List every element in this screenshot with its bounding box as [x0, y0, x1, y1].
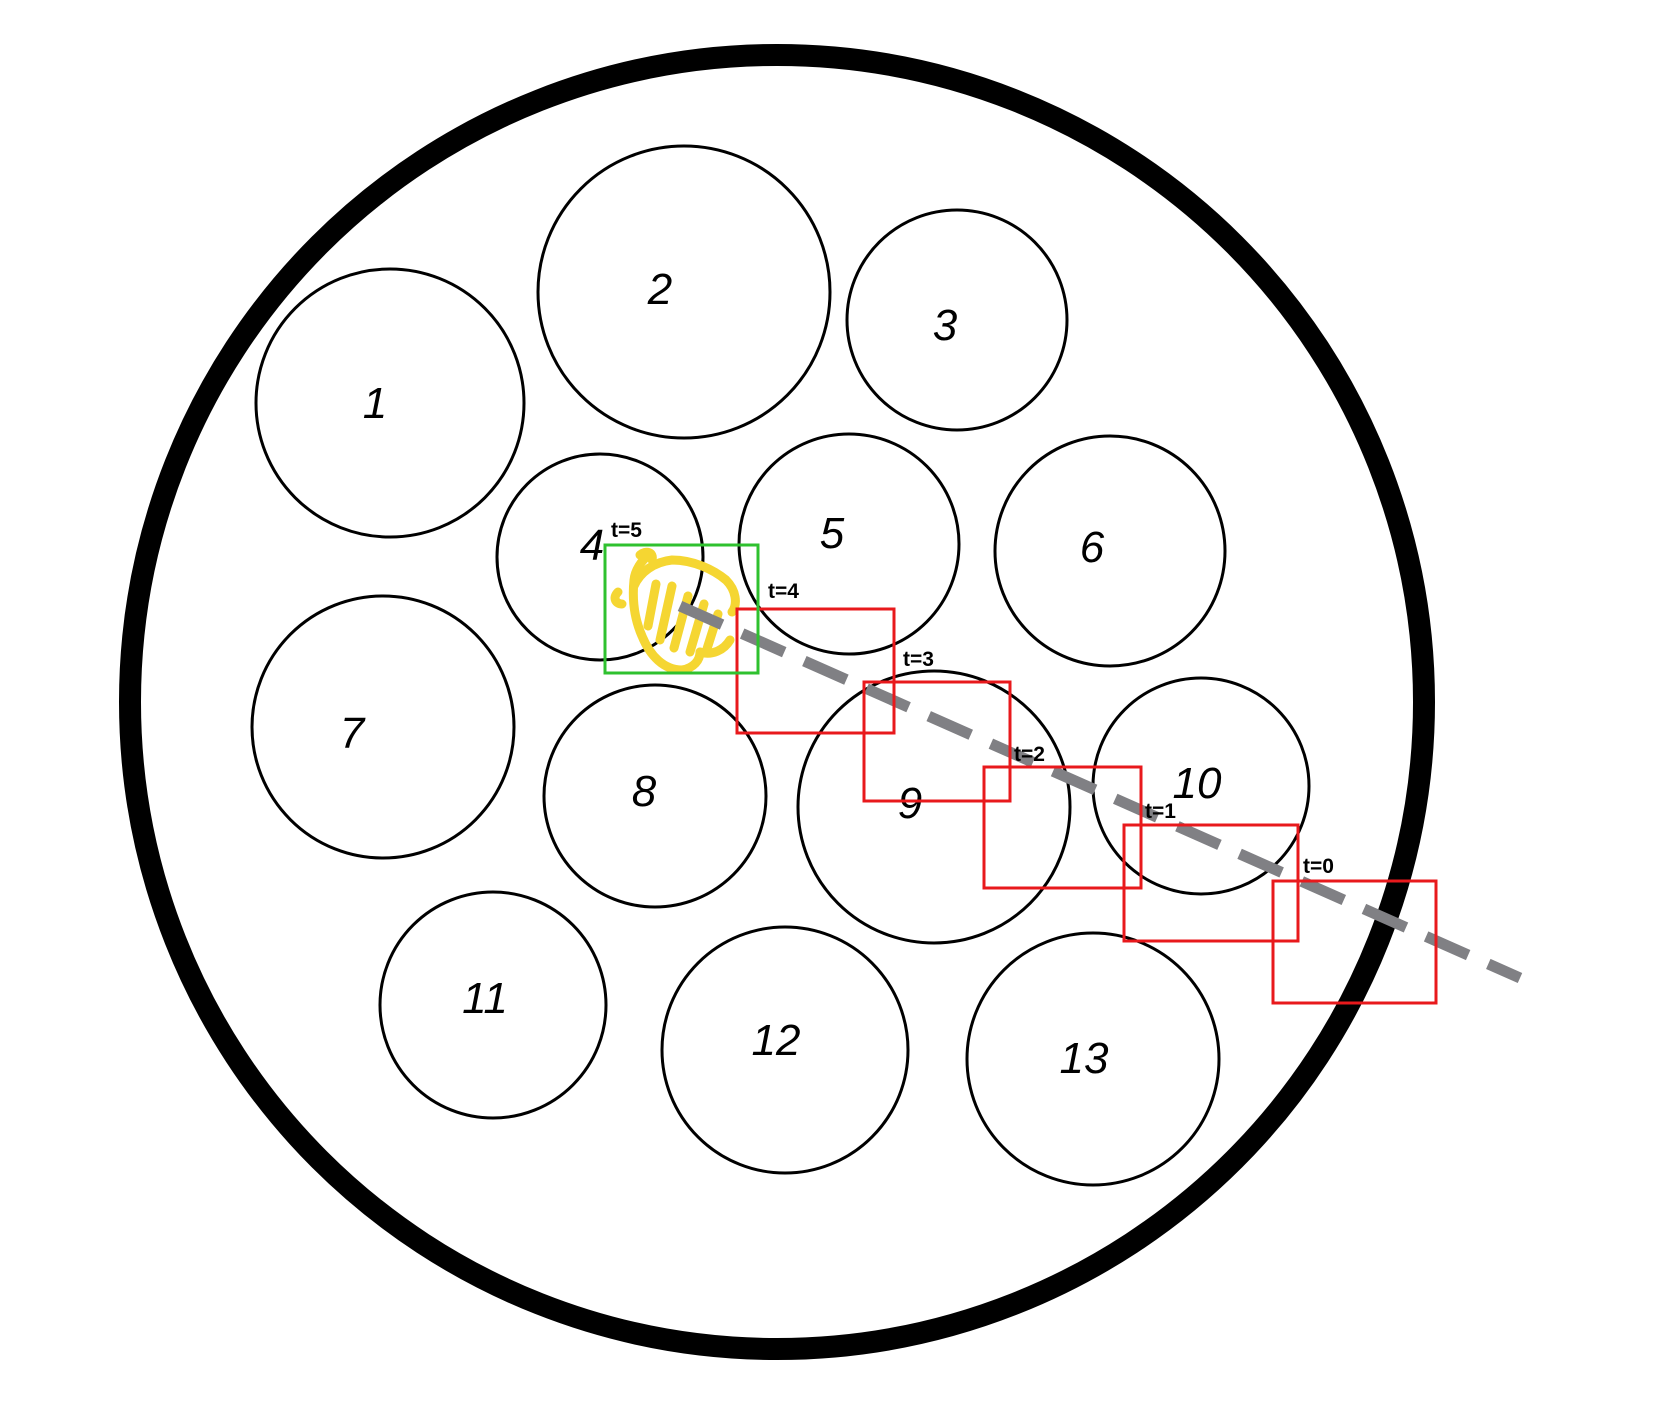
box-t3: t=3	[862, 648, 1012, 803]
circle-4: 4	[495, 452, 705, 662]
circle-11: 11	[378, 890, 608, 1120]
box-t5-label: t=5	[611, 519, 642, 542]
circle-5-label: 5	[820, 509, 845, 558]
box-t0-label: t=0	[1303, 855, 1334, 878]
circle-2: 2	[536, 144, 832, 440]
box-t4-label: t=4	[768, 580, 799, 603]
box-t1-label: t=1	[1145, 800, 1176, 823]
circle-6: 6	[993, 434, 1227, 668]
box-t1: t=1	[1122, 800, 1300, 943]
circle-3-label: 3	[933, 301, 958, 350]
circle-1: 1	[254, 267, 526, 539]
box-t2: t=2	[982, 743, 1143, 890]
circle-7-label: 7	[340, 709, 366, 758]
trajectory-path	[677, 600, 1523, 984]
circle-12-label: 12	[752, 1016, 801, 1065]
box-t2-label: t=2	[1014, 743, 1045, 766]
box-t3-label: t=3	[903, 648, 934, 671]
circle-1-label: 1	[363, 379, 387, 428]
circle-8: 8	[542, 683, 768, 909]
circle-10: 10	[1091, 676, 1311, 896]
circle-10-label: 10	[1173, 759, 1222, 808]
circle-5: 5	[737, 432, 961, 656]
circle-6-label: 6	[1080, 523, 1105, 572]
scribble-mark	[610, 547, 740, 675]
circle-13: 13	[965, 931, 1221, 1187]
circle-9-label: 9	[898, 779, 922, 828]
outer-ring	[119, 44, 1435, 1360]
circle-11-label: 11	[462, 974, 508, 1023]
box-t4: t=4	[735, 580, 896, 735]
circle-2-label: 2	[647, 265, 672, 314]
circle-7: 7	[250, 594, 516, 860]
circle-3: 3	[845, 208, 1069, 432]
circle-4-label: 4	[580, 521, 604, 570]
circle-13-label: 13	[1060, 1034, 1109, 1083]
circle-9: 9	[796, 669, 1072, 945]
box-t5: t=5	[603, 519, 760, 675]
circle-12: 12	[660, 925, 910, 1175]
circle-8-label: 8	[632, 767, 657, 816]
